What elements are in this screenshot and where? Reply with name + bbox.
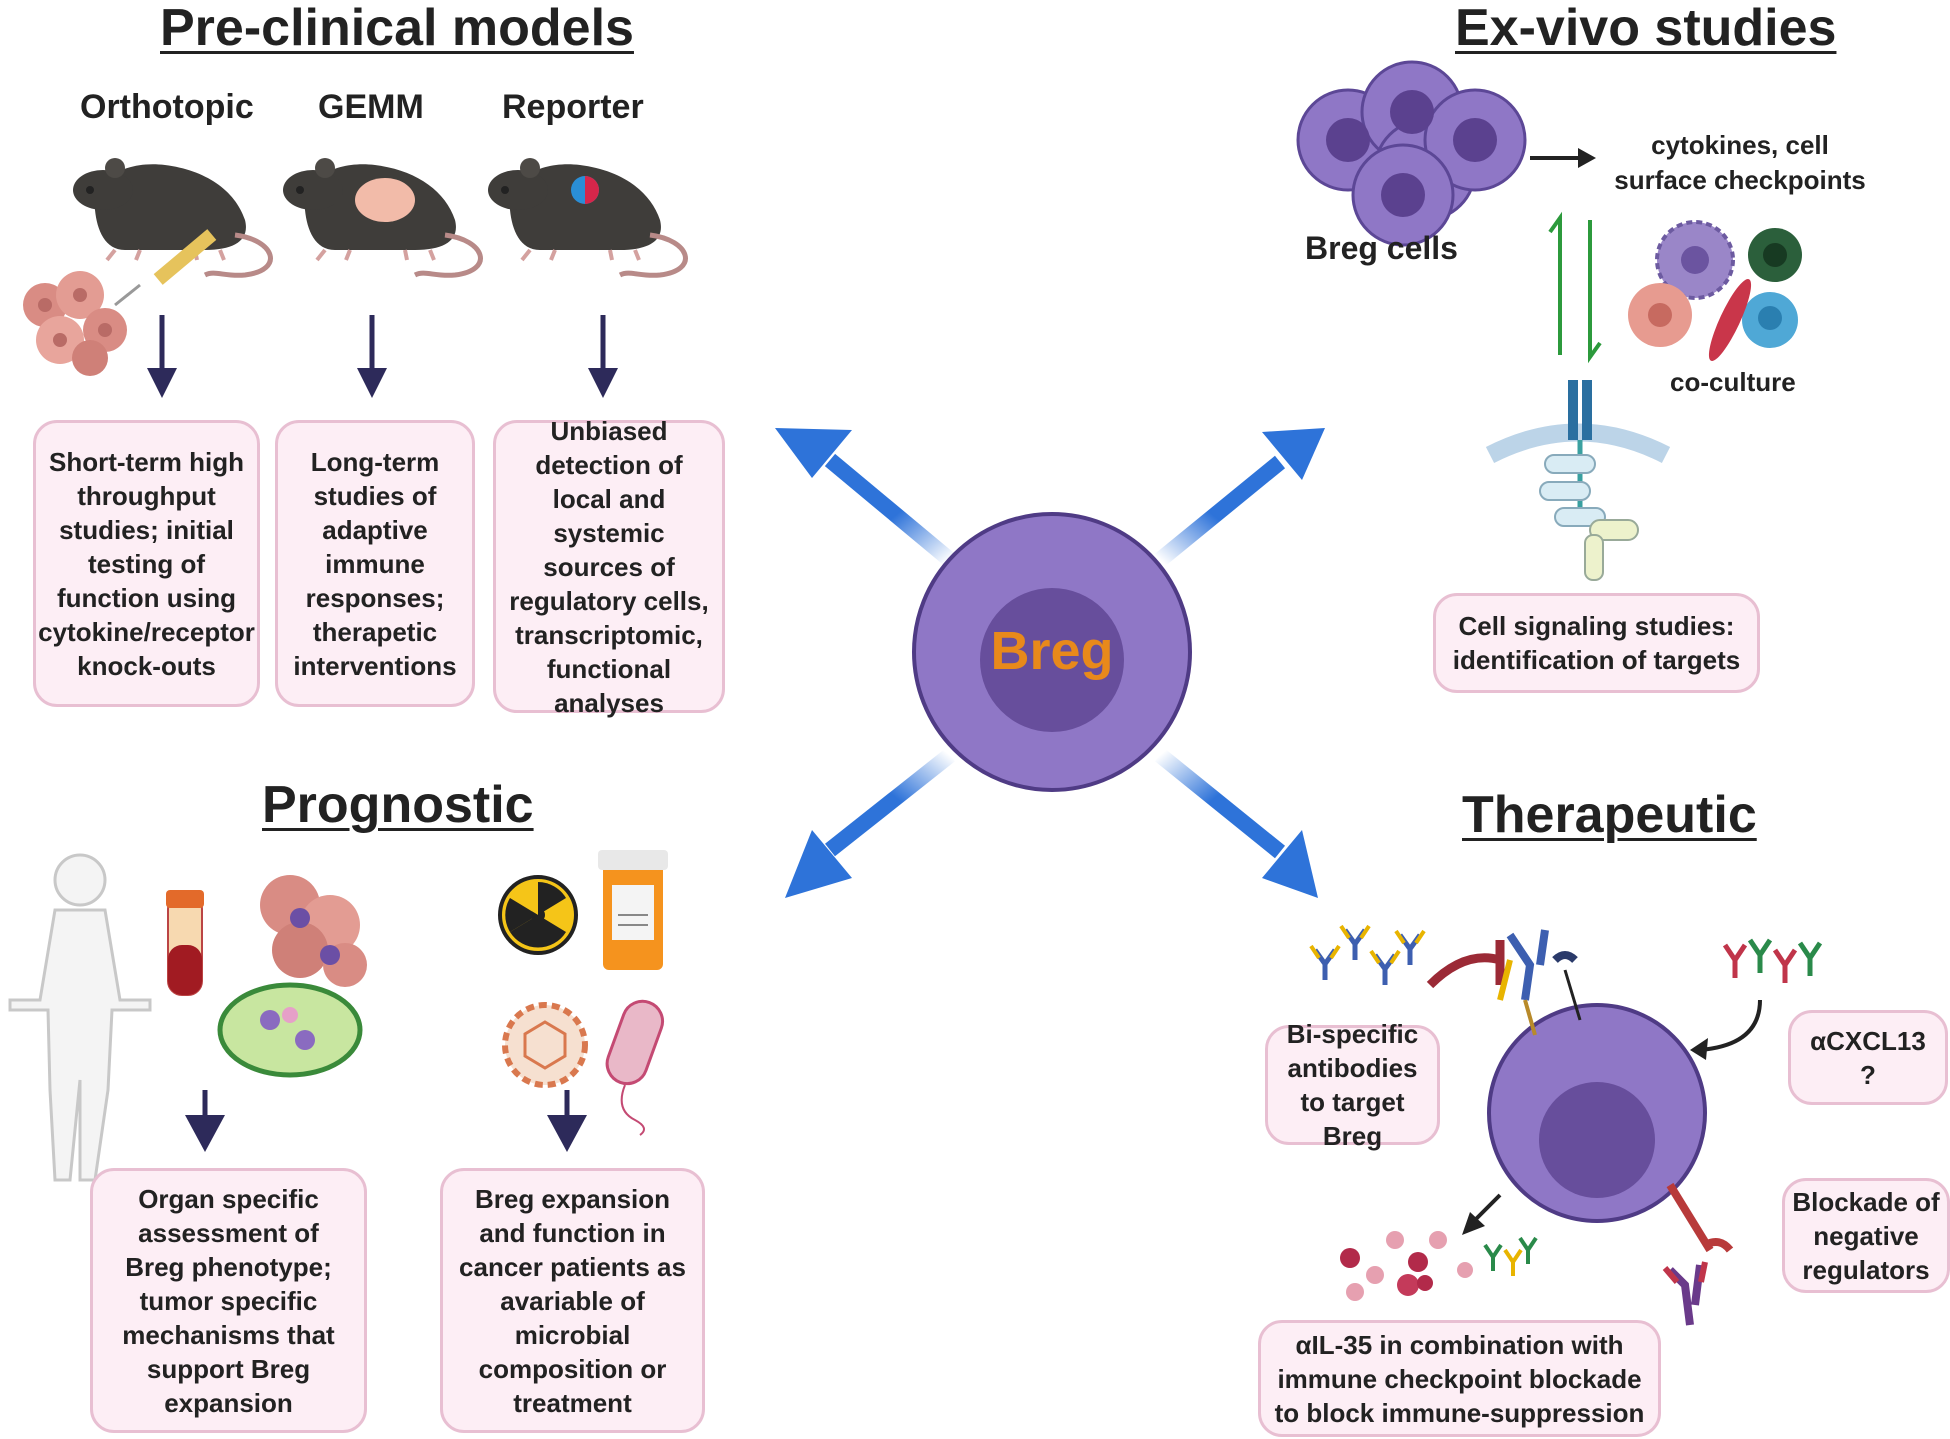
tumor-tissue-icon <box>260 875 367 987</box>
center-breg-label: Breg <box>990 621 1114 681</box>
down-arrow-1 <box>147 315 177 398</box>
breg-cells-cluster <box>1296 60 1527 247</box>
model-gemm-label: GEMM <box>318 88 424 126</box>
il35-particles <box>1340 1231 1473 1301</box>
pill-bottle-icon <box>598 850 668 970</box>
mouse-gemm <box>283 158 480 275</box>
curved-arrow-cxcl13 <box>1690 999 1762 1060</box>
arrow-to-therapeutic <box>1154 748 1318 898</box>
therapeutic-breg-cell <box>1487 1003 1707 1223</box>
down-arrow-prognostic-1 <box>185 1090 225 1152</box>
prognostic-box-expansion: Breg expansion and function in cancer pa… <box>440 1168 705 1433</box>
preclinical-box-gemm: Long-term studies of adaptive immune res… <box>275 420 475 707</box>
down-arrow-prognostic-2 <box>547 1090 587 1152</box>
preclinical-box-reporter: Unbiased detection of local and systemic… <box>493 416 725 718</box>
down-arrow-2 <box>357 315 387 398</box>
arrow-to-il35 <box>1462 1193 1502 1235</box>
radiation-icon <box>498 875 578 955</box>
cytokines-label: cytokines, cell surface checkpoints <box>1614 130 1866 195</box>
cell-signaling-box: Cell signaling studies: identification o… <box>1433 593 1760 693</box>
breg-cells-label: Breg cells <box>1305 230 1458 266</box>
equilibrium-arrows <box>1548 211 1602 364</box>
preclinical-title: Pre-clinical models <box>160 0 634 57</box>
preclinical-box-orthotopic: Short-term high throughput studies; init… <box>33 420 260 707</box>
arrow-to-exvivo <box>1154 428 1325 567</box>
syringe-icon <box>114 229 217 307</box>
coculture-label: co-culture <box>1670 367 1796 397</box>
prognostic-title: Prognostic <box>262 776 534 834</box>
anti-cxcl13-antibodies <box>1722 938 1823 983</box>
arrow-to-prognostic <box>785 748 955 898</box>
virus-icon <box>502 1002 588 1088</box>
blood-tube-icon <box>166 890 204 996</box>
blockade-box: Blockade of negative regulators <box>1782 1178 1950 1293</box>
coculture-cells <box>1628 220 1802 362</box>
arrow-to-preclinical <box>775 428 956 567</box>
cxcl13-box: αCXCL13 ? <box>1788 1010 1948 1105</box>
mouse-orthotopic <box>73 158 270 275</box>
human-body-icon <box>8 853 152 1182</box>
il35-box: αIL-35 in combination with immune checkp… <box>1258 1320 1661 1437</box>
lymph-node-icon <box>217 982 363 1078</box>
central-breg-cell <box>912 512 1192 792</box>
model-reporter-label: Reporter <box>502 88 644 126</box>
therapeutic-title: Therapeutic <box>1462 786 1757 844</box>
model-orthotopic-label: Orthotopic <box>80 88 254 126</box>
tumor-cluster-icon <box>23 271 127 376</box>
bispecific-box: Bi-specific antibodies to target Breg <box>1265 1019 1440 1151</box>
negative-regulator-receptor <box>1662 1182 1734 1326</box>
bispecific-antibodies-icon <box>1311 926 1424 985</box>
bacterium-icon <box>605 999 665 1136</box>
bound-antibody-icon <box>1497 929 1582 1036</box>
inhibition-symbol <box>1426 940 1505 989</box>
mouse-reporter <box>488 158 685 275</box>
down-arrow-3 <box>588 315 618 398</box>
prognostic-box-organ: Organ specific assessment of Breg phenot… <box>90 1168 367 1433</box>
receptor-signaling-icon <box>1485 380 1671 581</box>
exvivo-title: Ex-vivo studies <box>1455 0 1837 57</box>
arrow-to-cytokines <box>1530 148 1596 168</box>
checkpoint-antibodies <box>1483 1236 1538 1276</box>
